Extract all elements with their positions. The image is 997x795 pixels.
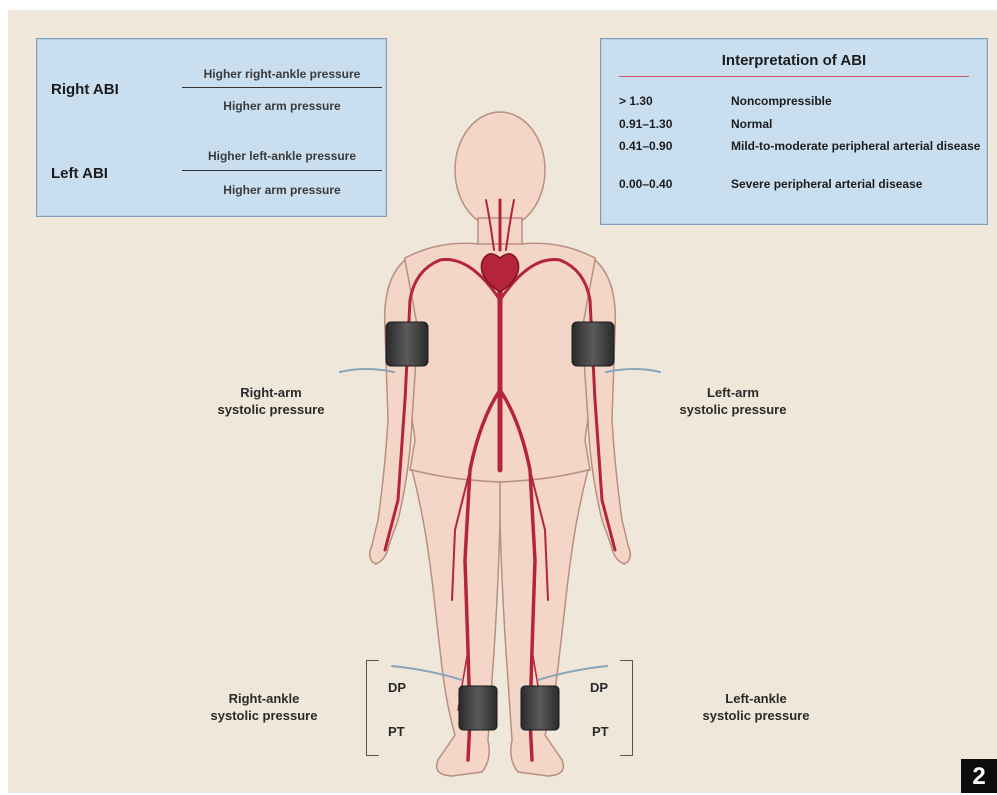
right-ankle-label: Right-ankle systolic pressure [178, 690, 350, 724]
left-ankle-label-line1: Left-ankle [670, 690, 842, 707]
right-ankle-bracket [366, 660, 379, 756]
right-arm-label: Right-arm systolic pressure [186, 384, 356, 418]
interpretation-title: Interpretation of ABI [601, 52, 987, 69]
left-arm-label: Left-arm systolic pressure [648, 384, 818, 418]
abi-range: > 1.30 [619, 94, 729, 108]
left-ankle-bracket [620, 660, 633, 756]
abi-range: 0.00–0.40 [619, 177, 729, 191]
abi-meaning: Normal [731, 117, 981, 132]
abi-meaning: Mild-to-moderate peripheral arterial dis… [731, 139, 981, 154]
left-abi-label: Left ABI [51, 165, 108, 182]
figure-number-badge: 2 [961, 759, 997, 793]
right-abi-label: Right ABI [51, 81, 119, 98]
right-abi-formula: Right ABI Higher right-ankle pressure Hi… [37, 55, 386, 127]
left-arm-cuff [572, 322, 614, 366]
abi-meaning: Severe peripheral arterial disease [731, 177, 981, 192]
left-ankle-label-line2: systolic pressure [670, 707, 842, 724]
left-ankle-label: Left-ankle systolic pressure [670, 690, 842, 724]
abi-formula-panel: Right ABI Higher right-ankle pressure Hi… [36, 38, 387, 217]
right-ankle-label-line2: systolic pressure [178, 707, 350, 724]
abi-range: 0.91–1.30 [619, 117, 729, 131]
interpretation-panel: Interpretation of ABI > 1.30 Noncompress… [600, 38, 988, 225]
right-abi-numerator: Higher right-ankle pressure [182, 67, 382, 81]
left-abi-formula: Left ABI Higher left-ankle pressure High… [37, 135, 386, 207]
right-dp-label: DP [388, 680, 406, 695]
fraction-bar [182, 170, 382, 171]
right-arm-label-line1: Right-arm [186, 384, 356, 401]
right-pt-label: PT [388, 724, 405, 739]
right-abi-denominator: Higher arm pressure [182, 99, 382, 113]
abi-range: 0.41–0.90 [619, 139, 729, 153]
fraction-bar [182, 87, 382, 88]
right-arm-label-line2: systolic pressure [186, 401, 356, 418]
left-arm-label-line2: systolic pressure [648, 401, 818, 418]
abi-meaning: Noncompressible [731, 94, 981, 109]
left-dp-label: DP [590, 680, 608, 695]
left-ankle-cuff [521, 686, 559, 730]
left-abi-denominator: Higher arm pressure [182, 183, 382, 197]
right-ankle-label-line1: Right-ankle [178, 690, 350, 707]
left-abi-numerator: Higher left-ankle pressure [182, 149, 382, 163]
title-divider [619, 76, 969, 77]
right-arm-cuff [386, 322, 428, 366]
left-pt-label: PT [592, 724, 609, 739]
right-ankle-cuff [459, 686, 497, 730]
left-arm-label-line1: Left-arm [648, 384, 818, 401]
